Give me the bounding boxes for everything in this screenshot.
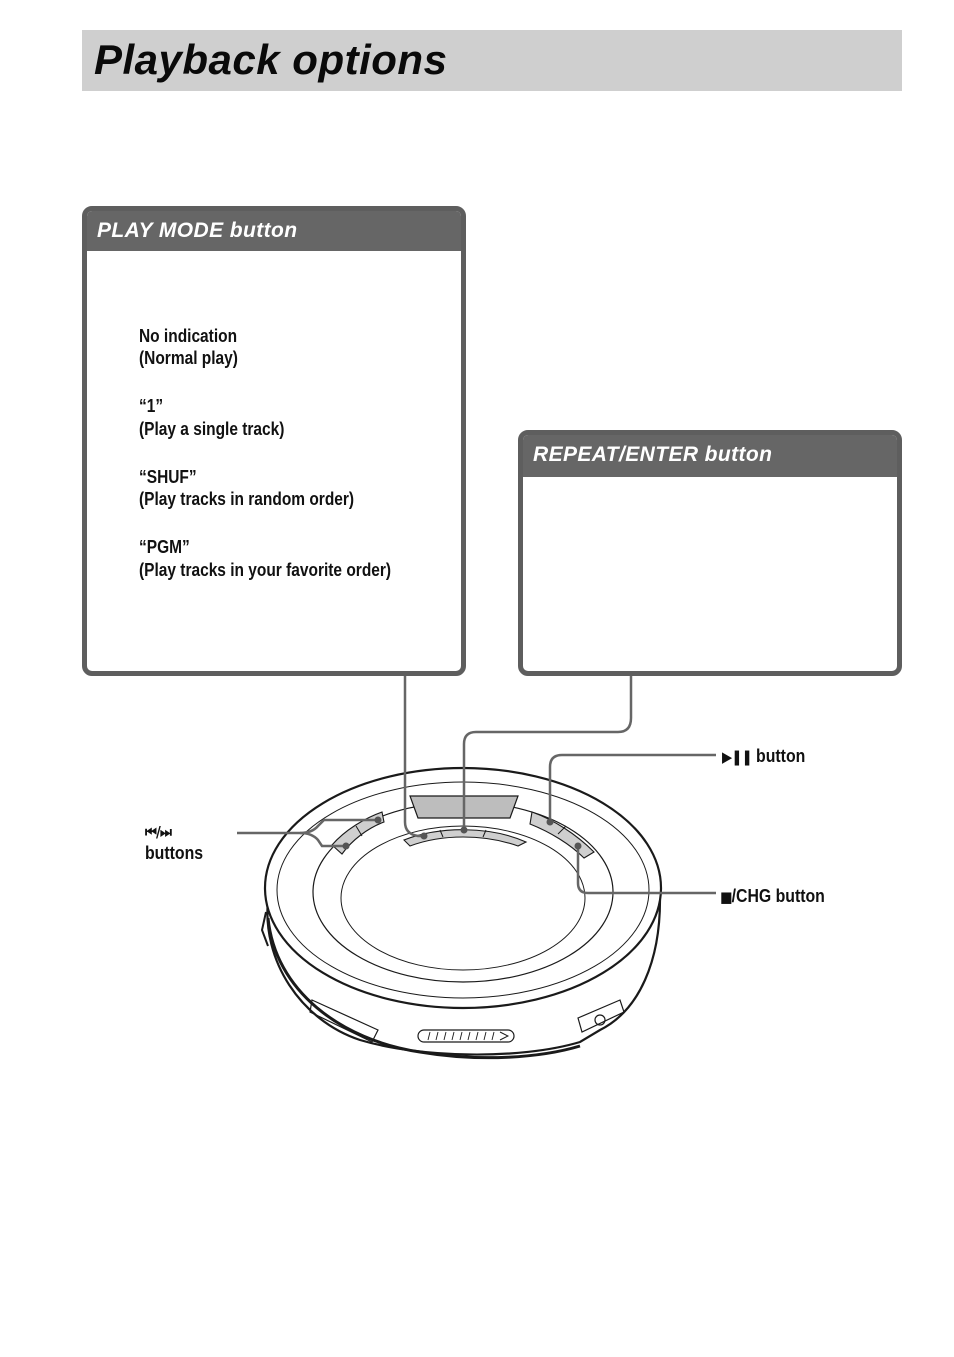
skip-icon: ⏮/⏭ (145, 823, 172, 841)
play-pause-label: ▶❚❚ button (722, 745, 805, 768)
play-pause-text: button (756, 746, 806, 766)
mode-shuffle-desc: (Play tracks in random order) (139, 489, 355, 509)
page-title-bar: Playback options (82, 30, 902, 91)
mode-single-value: “1” (139, 396, 164, 416)
mode-single-desc: (Play a single track) (139, 419, 285, 439)
stop-icon: ■ (720, 888, 732, 906)
skip-buttons-label: ⏮/⏭ (145, 820, 172, 843)
stop-chg-label: ■/CHG button (720, 885, 825, 908)
cd-player-drawing (260, 766, 663, 1060)
page-title: Playback options (94, 36, 448, 83)
mode-program-desc: (Play tracks in your favorite order) (139, 560, 392, 580)
play-mode-header: PLAY MODE button (87, 211, 461, 251)
play-mode-panel: PLAY MODE button (82, 206, 466, 676)
mode-program-value: “PGM” (139, 537, 190, 557)
repeat-enter-panel: REPEAT/ENTER button (518, 430, 902, 676)
play-mode-heading: PLAY MODE button (97, 219, 298, 242)
stop-chg-text: /CHG button (731, 886, 825, 906)
repeat-enter-header: REPEAT/ENTER button (523, 435, 897, 477)
play-pause-icon: ▶❚❚ (722, 748, 753, 766)
callout-lines (237, 676, 716, 895)
skip-buttons-text: buttons (145, 843, 204, 863)
mode-shuffle-value: “SHUF” (139, 467, 197, 487)
mode-normal-value: No indication (139, 326, 238, 346)
repeat-enter-heading: REPEAT/ENTER button (533, 443, 773, 466)
mode-normal-desc: (Normal play) (139, 348, 238, 368)
